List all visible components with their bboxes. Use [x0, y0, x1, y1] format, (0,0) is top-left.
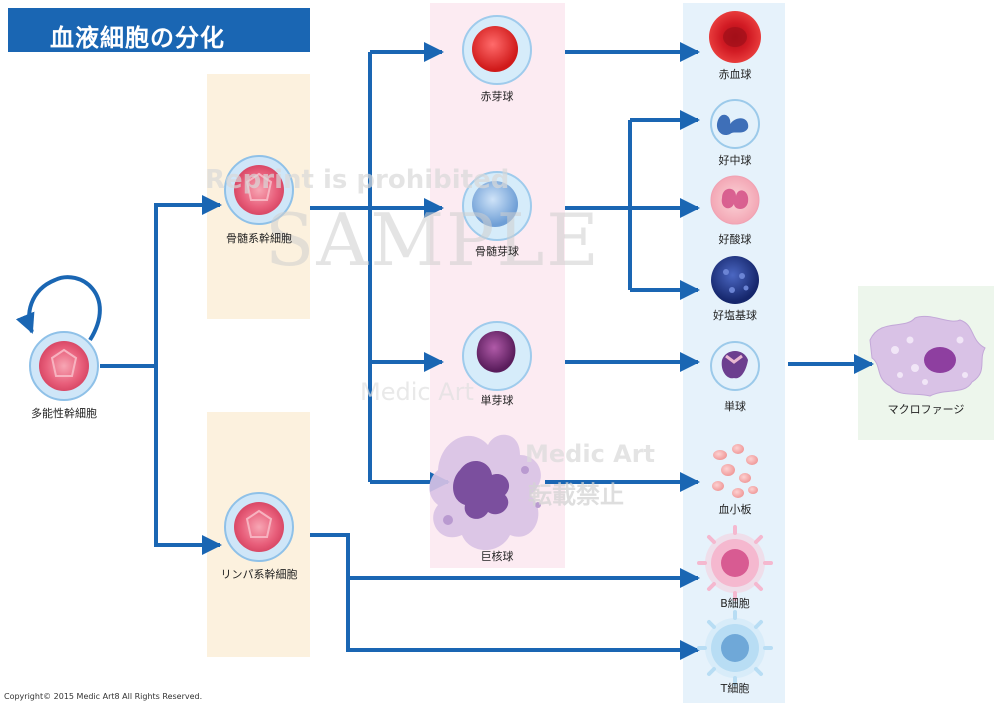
megakaryocyte-cell	[429, 434, 541, 550]
label-megakaryocyte: 巨核球	[480, 550, 514, 563]
label-eosinophil: 好酸球	[718, 233, 752, 246]
macrophage-cell	[869, 315, 986, 397]
label-rbc: 赤血球	[718, 68, 752, 81]
to-t-cell-arrow	[346, 578, 700, 660]
label-monocyte: 単球	[724, 400, 746, 413]
label-t-cell: T細胞	[720, 682, 750, 695]
b-cell	[697, 525, 773, 601]
label-erythroblast: 赤芽球	[480, 90, 514, 103]
page-title: 血液細胞の分化	[50, 24, 225, 52]
title-banner: 血液細胞の分化	[8, 8, 310, 52]
self-renewal-arrow	[15, 275, 102, 342]
to-lymphoid-arrow	[154, 366, 222, 555]
label-basophil: 好塩基球	[713, 309, 757, 322]
label-macrophage: マクロファージ	[887, 403, 965, 416]
copyright-notice: Copyright© 2015 Medic Art8 All Rights Re…	[4, 692, 203, 701]
eosinophil-cell	[710, 175, 760, 225]
label-myeloblast: 骨髄芽球	[475, 245, 519, 258]
pluripotent-stem-cell	[29, 331, 99, 401]
label-neutrophil: 好中球	[718, 154, 752, 167]
label-myeloid-stem: 骨髄系幹細胞	[226, 232, 292, 245]
basophil-cell	[711, 256, 759, 304]
to-myeloid-arrow	[154, 195, 222, 366]
label-pluripotent: 多能性幹細胞	[31, 407, 97, 420]
arrows	[15, 42, 874, 660]
label-lymphoid-stem: リンパ系幹細胞	[220, 568, 298, 581]
t-cell	[697, 610, 773, 686]
neutrophil-cell	[710, 99, 760, 149]
label-monoblast: 単芽球	[480, 394, 514, 407]
to-b-cell-arrow	[310, 533, 700, 588]
monoblast-cell	[462, 321, 532, 391]
label-platelet: 血小板	[718, 503, 752, 516]
label-b-cell: B細胞	[720, 597, 750, 610]
rbc-cell	[709, 11, 761, 63]
platelet-cells	[712, 444, 758, 498]
myeloid-stem-cell	[224, 155, 294, 225]
monocyte-cell	[710, 341, 760, 391]
erythroblast-cell	[462, 15, 532, 85]
myeloblast-cell	[462, 171, 532, 241]
lymphoid-stem-cell	[224, 492, 294, 562]
